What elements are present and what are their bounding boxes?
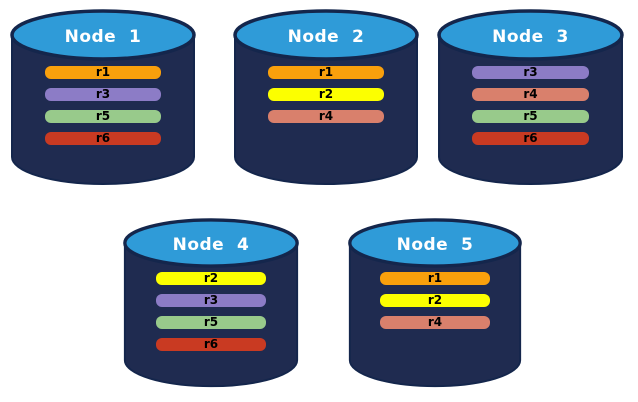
replica-bar-r5: r5 (471, 109, 590, 123)
replica-bar-r5: r5 (44, 109, 162, 123)
replica-list: r3 r4 r5 r6 (436, 65, 625, 145)
node-title: Node 5 (396, 234, 474, 255)
node-title: Node 4 (172, 234, 250, 255)
replica-bar-r3: r3 (44, 87, 162, 101)
replica-bar-r3: r3 (155, 294, 267, 308)
node-1: Node 1 r1 r3 r5 r6 (9, 8, 197, 188)
cylinder-top-face (10, 9, 196, 61)
node-3: Node 3 r3 r4 r5 r6 (436, 8, 625, 188)
node-title: Node 1 (64, 26, 142, 47)
replica-list: r1 r3 r5 r6 (9, 65, 197, 145)
replica-bar-r3: r3 (471, 65, 590, 79)
replica-bar-r6: r6 (471, 131, 590, 145)
cylinder-top-face (233, 9, 419, 61)
replica-list: r1 r2 r4 (232, 65, 420, 123)
replica-bar-r1: r1 (44, 65, 162, 79)
node-title: Node 2 (287, 26, 365, 47)
replica-bar-r2: r2 (267, 87, 385, 101)
replica-bar-r4: r4 (380, 316, 490, 330)
replica-bar-r2: r2 (155, 272, 267, 286)
replica-bar-r2: r2 (380, 294, 490, 308)
replica-list: r2 r3 r5 r6 (122, 272, 300, 352)
replica-bar-r5: r5 (155, 316, 267, 330)
node-title: Node 3 (492, 26, 569, 47)
replica-list: r1 r2 r4 (347, 272, 523, 330)
replica-bar-r6: r6 (44, 131, 162, 145)
replica-bar-r1: r1 (380, 272, 490, 286)
replica-bar-r4: r4 (267, 109, 385, 123)
cylinder-top-face (123, 218, 299, 268)
node-4: Node 4 r2 r3 r5 r6 (122, 217, 300, 390)
replica-bar-r4: r4 (471, 87, 590, 101)
cylinder-top-face (348, 218, 522, 268)
replica-bar-r1: r1 (267, 65, 385, 79)
cylinder-top-face (437, 9, 624, 61)
node-2: Node 2 r1 r2 r4 (232, 8, 420, 188)
replica-bar-r6: r6 (155, 338, 267, 352)
node-5: Node 5 r1 r2 r4 (347, 217, 523, 390)
